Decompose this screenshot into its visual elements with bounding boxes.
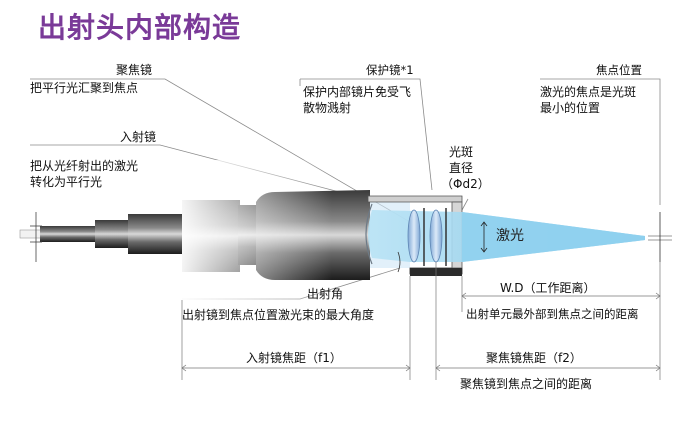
exit-angle-arc xyxy=(397,251,401,273)
label-spot-diameter-1: 光斑 xyxy=(449,145,474,159)
label-exit-angle: 出射角 xyxy=(307,287,344,301)
dimension-lines xyxy=(181,262,661,380)
label-f2-desc: 聚焦镜到焦点之间的距离 xyxy=(460,377,593,391)
label-incident-lens-desc1: 把从光纤射出的激光 xyxy=(30,159,139,173)
label-focal-point-desc1: 激光的焦点是光斑 xyxy=(540,85,637,99)
label-spot-diameter-3: （Φd2） xyxy=(441,177,490,191)
label-protect-lens-desc2: 散物溅射 xyxy=(303,101,352,115)
label-laser: 激光 xyxy=(496,228,524,244)
label-focal-point: 焦点位置 xyxy=(596,63,642,77)
label-focus-lens: 聚焦镜 xyxy=(116,63,153,77)
label-wd-desc: 出射单元最外部到焦点之间的距离 xyxy=(466,307,639,321)
label-incident-lens-desc2: 转化为平行光 xyxy=(30,175,103,189)
label-focus-lens-desc: 把平行光汇聚到焦点 xyxy=(30,81,139,95)
label-f2: 聚焦镜焦距（f2） xyxy=(486,351,582,365)
focus-lenses xyxy=(407,208,447,266)
fiber-input xyxy=(19,212,183,262)
page-title: 出射头内部构造 xyxy=(38,11,242,44)
focal-point-marker xyxy=(648,212,672,262)
label-protect-lens-desc1: 保护内部镜片免受飞 xyxy=(303,85,412,99)
label-f1: 入射镜焦距（f1） xyxy=(246,351,342,365)
label-wd: W.D（工作距离） xyxy=(500,281,596,295)
label-exit-angle-desc: 出射镜到焦点位置激光束的最大角度 xyxy=(182,308,375,322)
label-incident-lens: 入射镜 xyxy=(120,130,157,144)
label-spot-diameter-2: 直径 xyxy=(449,161,474,175)
label-focal-point-desc2: 最小的位置 xyxy=(540,101,601,115)
label-protect-lens: 保护镜*1 xyxy=(366,63,414,77)
spot-diameter-arrow xyxy=(480,221,488,253)
